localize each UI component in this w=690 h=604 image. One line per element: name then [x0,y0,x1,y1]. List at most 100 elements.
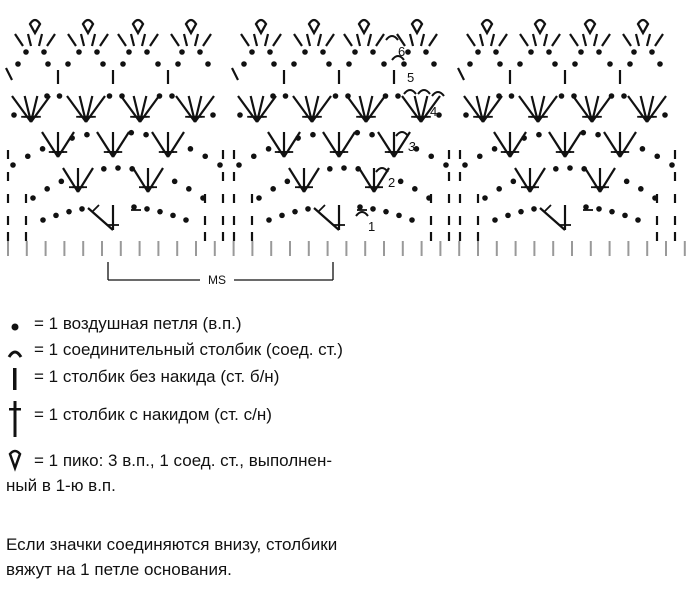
chain-stitch-dot [531,206,537,212]
chain-stitch-dot [41,49,47,55]
chain-stitch-dot [352,49,358,55]
chain-stitch-dot [155,61,161,67]
double-crochet-stitch [539,207,566,231]
double-crochet-stitch [132,167,149,193]
chain-stitch-dot [431,61,437,67]
chain-stitch-dot [580,129,587,136]
chain-stitch-dot [284,178,291,185]
row-number-3: 3 [408,139,416,154]
chain-stitch-dot [413,146,420,152]
chain-spoke [366,33,373,47]
slip-stitch-arc [391,55,405,61]
chain-spoke [293,33,303,47]
double-crochet-stitch [267,131,285,158]
chain-stitch-dot [622,212,628,219]
picot [636,18,650,36]
chain-stitch-dot [341,165,347,171]
double-crochet-stitch [167,131,185,158]
chain-stitch-dot [510,178,517,185]
chain-stitch-dot [572,61,578,67]
chain-spoke [343,33,353,47]
double-crochet-crossbar [318,204,326,212]
chain-stitch-dot [621,93,627,99]
chain-stitch-dot [66,208,72,215]
double-crochet-stitch [96,131,114,158]
double-crochet-stitch [584,167,601,193]
chain-stitch-dot [291,61,297,67]
chain-stitch-dot [271,61,277,67]
chain-stitch-dot [370,206,376,212]
chain-stitch-dot [143,131,149,138]
chain-stitch-dot [210,112,216,118]
chain-stitch-dot [583,204,589,210]
chain-stitch-dot [101,166,107,172]
chain-stitch-dot [39,146,46,152]
picot [480,18,494,36]
chain-stitch-dot [53,212,59,219]
chain-stitch-dot [157,208,163,215]
chain-stitch-dot [15,61,21,67]
single-crochet-bar-icon [13,368,17,390]
chain-spoke [569,33,579,47]
row-number-6: 6 [398,44,405,59]
double-crochet-stitch [529,167,546,193]
chain-stitch-dot [100,61,106,67]
chain-stitch-dot [84,131,90,138]
chain-stitch-dot [144,206,150,212]
chain-spoke [202,33,212,47]
double-crochet-stitch [112,131,130,158]
chain-stitch-dot [30,195,36,201]
chain-stitch-dot [493,49,499,55]
chain-stitch-dot [126,49,132,55]
chain-spoke [46,33,56,47]
chain-stitch-dot [546,49,552,55]
chain-stitch-dot [115,165,121,171]
slip-stitch-arc [355,211,369,217]
picot [533,18,547,36]
picot [357,18,371,36]
chain-stitch-dot [106,93,113,99]
chain-stitch-dot [482,195,488,201]
chain-stitch-dot [217,162,223,168]
chain-stitch-dot [236,162,242,168]
double-crochet-stitch [303,167,320,193]
chain-stitch-dot [56,93,63,99]
chain-stitch-dot [128,129,135,136]
chain-spoke [26,33,33,47]
double-crochet-stitch [283,131,301,158]
chain-spoke [645,33,652,47]
note-line-2: вяжут на 1 петле основания. [6,560,232,579]
chain-spoke [193,33,200,47]
chain-spoke [316,33,323,47]
chain-stitch-dot [270,186,276,192]
double-crochet-cross-icon [9,401,21,437]
chain-stitch-dot [383,208,389,215]
chain-stitch-dot-icon [11,323,19,331]
chain-stitch-dot [327,166,333,172]
chain-spoke [592,33,599,47]
picot [254,18,268,36]
chain-stitch-dot [241,61,247,67]
double-crochet-stitch [288,167,305,193]
chain-spoke [634,33,641,47]
double-crochet-crossbar [544,204,552,212]
chain-stitch-dot [302,49,308,55]
chain-spoke [601,33,611,47]
chain-stitch-dot [370,49,376,55]
chain-stitch-dot [120,61,126,67]
legend-text-picot: = 1 пико: 3 в.п., 1 соед. ст., выполнен- [34,451,333,470]
chain-stitch-dot [423,49,429,55]
picot [28,18,42,36]
chain-stitch-dot [205,61,211,67]
double-crochet-stitch [57,131,75,158]
chain-spoke [396,33,406,47]
chain-stitch-dot [649,49,655,55]
chain-spoke [622,33,632,47]
chain-spoke [519,33,529,47]
chain-stitch-dot [497,61,503,67]
chain-stitch-dot [65,61,71,67]
chain-stitch-dot [357,204,363,210]
chain-stitch-dot [10,162,16,168]
chain-stitch-dot [596,206,602,212]
chain-spoke [90,33,97,47]
